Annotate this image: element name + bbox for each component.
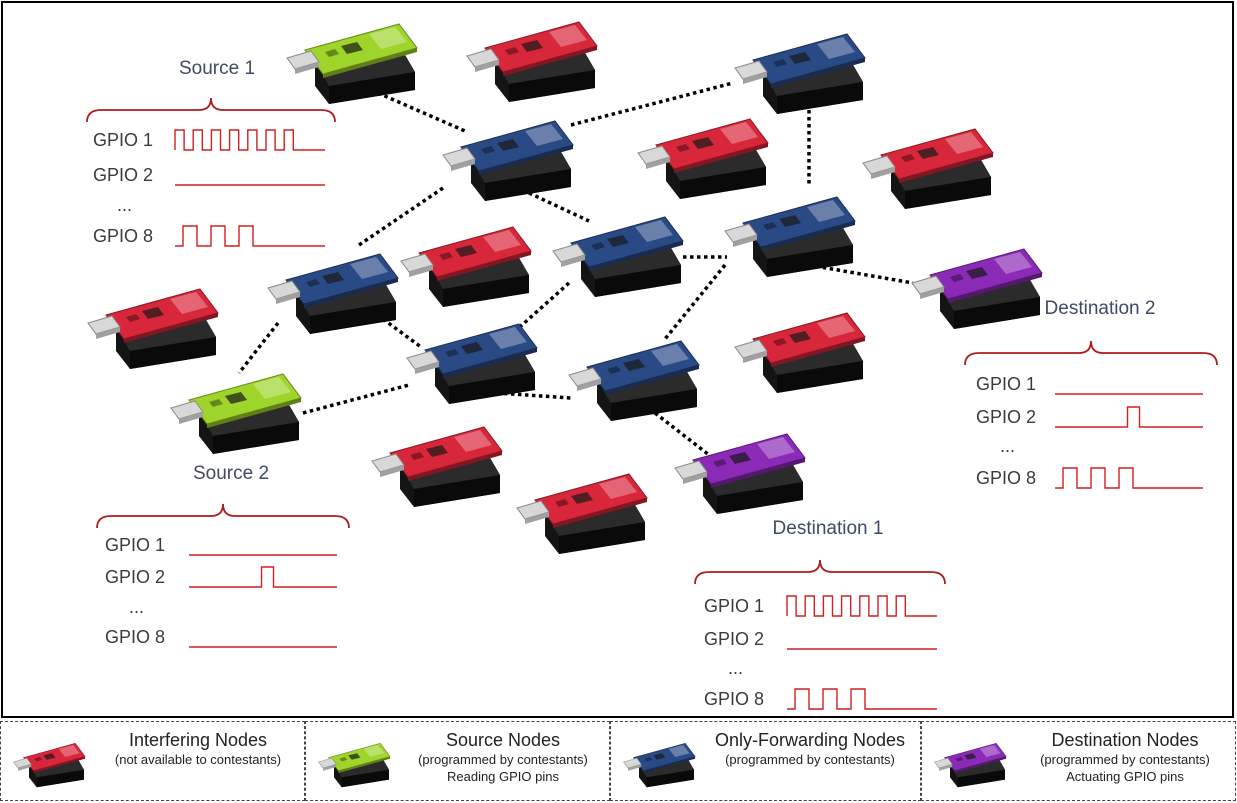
destination2-row-4-waveform	[1055, 467, 1203, 489]
forwarding-legend-node	[623, 742, 696, 788]
source-legend-node	[318, 742, 391, 788]
destination1-row-4-waveform	[787, 688, 937, 710]
legend-forwarding-title: Only-Forwarding Nodes	[714, 730, 906, 750]
source1-row-4-waveform	[175, 225, 325, 247]
interfering-node-4	[400, 226, 532, 307]
source2-row-2-waveform	[189, 566, 337, 588]
source1-group: Source 1 GPIO 1 GPIO 2... GPIO 8	[86, 58, 336, 247]
source1-row-2-label: GPIO 2	[93, 165, 153, 185]
destination1-row-1-waveform	[786, 595, 937, 617]
legend-source-title: Source Nodes	[445, 730, 561, 750]
forwarding-node-4	[724, 196, 856, 277]
legend-source-role: Reading GPIO pins	[446, 769, 559, 784]
legend-forwarding-note: (programmed by contestants)	[725, 752, 895, 767]
source2-brace	[96, 503, 350, 529]
source1-title: Source 1	[179, 58, 255, 79]
interfering-node-6	[734, 312, 866, 393]
source-node-2	[170, 373, 302, 454]
forwarding-node-2	[442, 120, 574, 201]
legend-source-note: (programmed by contestants)	[418, 752, 588, 767]
forwarding-node-icon	[623, 742, 696, 788]
destination-node-2	[911, 248, 1043, 329]
legend-interfering-note: (not available to contestants)	[114, 752, 282, 767]
legend-interfering-title: Interfering Nodes	[128, 730, 268, 750]
wireless-link-11	[663, 263, 727, 341]
destination2-group: Destination 2 GPIO 1 GPIO 2... GPIO 8	[964, 298, 1218, 489]
destination2-row-4-label: GPIO 8	[976, 468, 1036, 488]
wireless-link-14	[653, 411, 715, 460]
destination1-title: Destination 1	[773, 518, 884, 539]
source2-row-3-label: ...	[129, 597, 144, 617]
forwarding-node-5	[267, 253, 399, 334]
source2-row-2-label: GPIO 2	[105, 567, 165, 587]
legend-destination-role: Actuating GPIO pins	[1066, 769, 1184, 784]
wireless-link-9	[381, 317, 423, 349]
legend-forwarding: Only-Forwarding Nodes (programmed by con…	[610, 721, 921, 801]
source1-row-4-label: GPIO 8	[93, 226, 153, 246]
source1-row-3-label: ...	[117, 195, 132, 215]
wireless-links	[237, 81, 914, 460]
wireless-link-12	[302, 383, 410, 415]
source1-row-1-label: GPIO 1	[93, 130, 153, 150]
interfering-node-7	[371, 426, 503, 507]
legend-destination-note: (programmed by contestants)	[1040, 752, 1210, 767]
destination1-group: Destination 1 GPIO 1 GPIO 2... GPIO 8	[694, 518, 946, 710]
forwarding-node-1	[734, 33, 866, 114]
destination-node-icon	[934, 742, 1007, 788]
source-node-icon	[318, 742, 391, 788]
wireless-link-2	[570, 81, 734, 127]
legend: Interfering Nodes (not available to cont…	[0, 721, 1237, 803]
destination2-row-1-label: GPIO 1	[976, 374, 1036, 394]
destination1-row-3-label: ...	[728, 658, 743, 678]
wireless-link-13	[496, 391, 572, 400]
interfering-node-3	[862, 128, 994, 209]
destination2-row-2-label: GPIO 2	[976, 407, 1036, 427]
network-diagram: Source 1 GPIO 1 GPIO 2... GPIO 8 Source 2 GPI…	[86, 21, 1218, 710]
legend-destination: Destination Nodes (programmed by contest…	[921, 721, 1236, 801]
destination1-row-4-label: GPIO 8	[704, 689, 764, 709]
legend-source: Source Nodes (programmed by contestants)…	[305, 721, 610, 801]
legend-destination-title: Destination Nodes	[1051, 730, 1199, 750]
source2-row-1-label: GPIO 1	[105, 535, 165, 555]
interfering-node-2	[637, 118, 769, 199]
wireless-link-10	[511, 281, 571, 335]
destination1-row-2-label: GPIO 2	[704, 629, 764, 649]
interfering-node-1	[466, 21, 598, 102]
gpio-groups: Source 1 GPIO 1 GPIO 2... GPIO 8 Source 2 GPI…	[86, 58, 1218, 710]
destination2-row-3-label: ...	[1000, 436, 1015, 456]
source1-brace	[86, 97, 336, 123]
forwarding-node-3	[552, 216, 684, 297]
interfering-node-5	[87, 288, 219, 369]
wireless-link-7	[808, 263, 914, 285]
network-diagram-frame: Source 1 GPIO 1 GPIO 2... GPIO 8 Source 2 GPI…	[1, 1, 1234, 718]
interfering-legend-node	[13, 742, 86, 788]
wireless-link-5	[528, 191, 590, 223]
destination2-brace	[964, 340, 1218, 366]
destination1-brace	[694, 559, 946, 585]
source1-row-1-waveform	[174, 129, 325, 151]
destination2-title: Destination 2	[1045, 298, 1156, 319]
source2-group: Source 2 GPIO 1 GPIO 2... GPIO 8	[96, 463, 350, 648]
interfering-node-8	[516, 473, 648, 554]
destination2-row-2-waveform	[1055, 406, 1203, 428]
destination1-row-1-label: GPIO 1	[704, 596, 764, 616]
legend-interfering: Interfering Nodes (not available to cont…	[0, 721, 305, 801]
destination-node-1	[674, 433, 806, 514]
source2-row-4-label: GPIO 8	[105, 627, 165, 647]
destination-legend-node	[934, 742, 1007, 788]
wireless-link-4	[358, 186, 444, 247]
interfering-node-icon	[13, 742, 86, 788]
wireless-link-8	[237, 321, 280, 375]
wireless-link-1	[377, 91, 466, 133]
source-node-1	[286, 23, 418, 104]
forwarding-node-6	[406, 323, 538, 404]
sensor-nodes	[87, 21, 1043, 554]
source2-title: Source 2	[193, 463, 269, 484]
forwarding-node-7	[568, 340, 700, 421]
